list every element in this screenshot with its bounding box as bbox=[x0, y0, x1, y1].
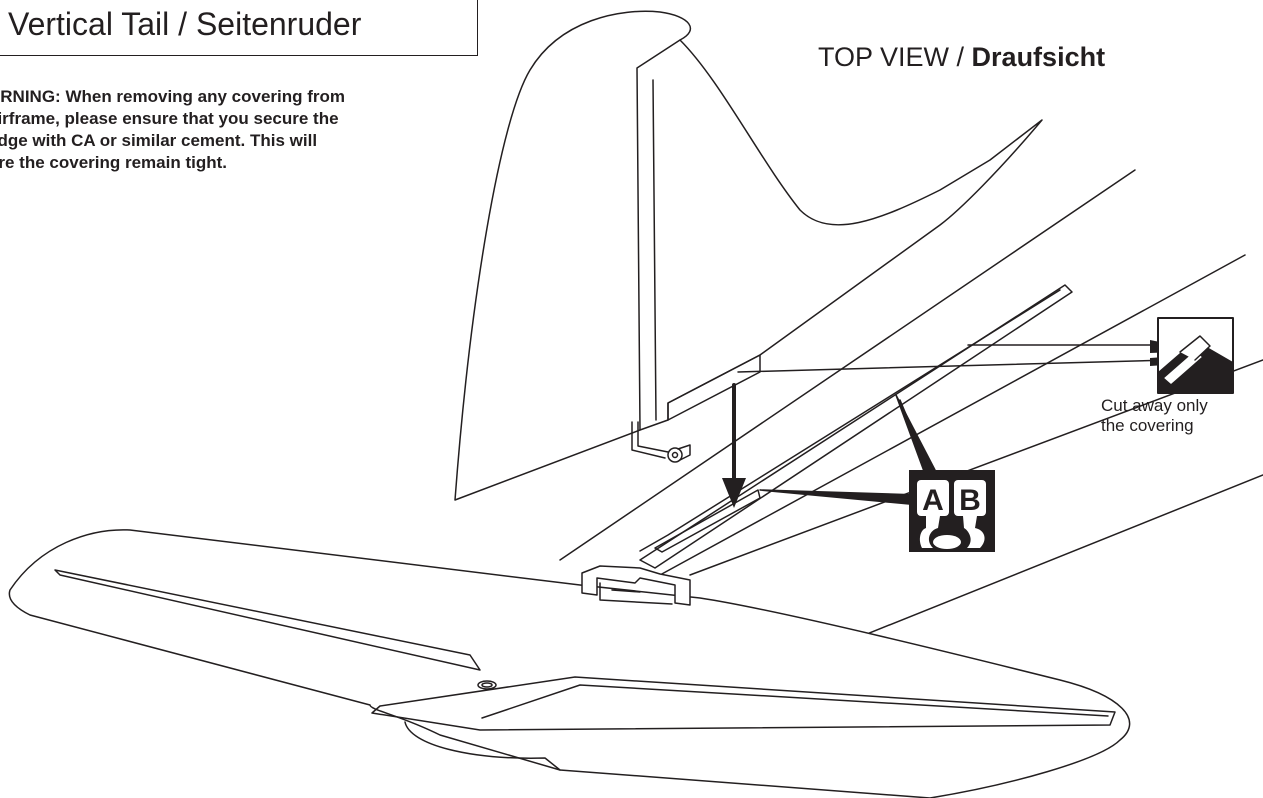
adhesive-b-label: B bbox=[959, 484, 981, 517]
cut-away-detail-icon bbox=[1157, 317, 1234, 394]
view-label-prefix: TOP VIEW / bbox=[818, 42, 972, 72]
section-title: Vertical Tail / Seitenruder bbox=[8, 6, 362, 42]
view-label: TOP VIEW / Draufsicht bbox=[818, 42, 1105, 73]
epoxy-ab-icon: A B bbox=[909, 470, 995, 552]
install-arrow bbox=[722, 383, 746, 508]
vertical-fin bbox=[454, 10, 1043, 501]
horizontal-stabilizer bbox=[8, 529, 1131, 798]
cut-away-note: Cut away only the covering bbox=[1101, 396, 1208, 435]
fuselage-outline bbox=[559, 169, 1263, 641]
warning-text: ARNING: When removing any covering from … bbox=[0, 87, 346, 172]
view-label-emphasis: Draufsicht bbox=[971, 42, 1106, 72]
tail-slot bbox=[581, 284, 1073, 606]
adhesive-leader-lines bbox=[759, 394, 936, 506]
section-title-box: Vertical Tail / Seitenruder bbox=[0, 0, 478, 56]
adhesive-a-label: A bbox=[922, 484, 944, 517]
